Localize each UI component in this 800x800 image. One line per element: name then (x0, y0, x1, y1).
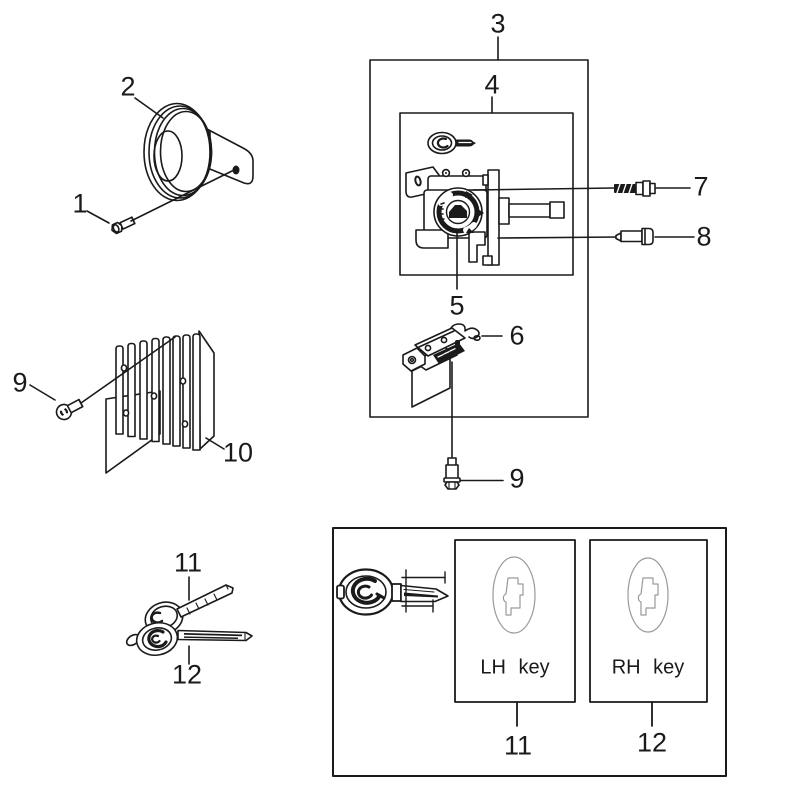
callout-1: 1 (72, 188, 88, 219)
key-icon (427, 131, 476, 155)
lh-key-caption: LH key (480, 656, 550, 679)
callout-10: 10 (222, 437, 254, 468)
rh-key-caption: RH key (611, 656, 685, 679)
leader-line-9-left (29, 384, 56, 401)
leader-line-10 (205, 437, 225, 450)
assembly-outer-box (369, 59, 589, 418)
callout-12-box: 12 (636, 727, 668, 758)
leader-line-7a (472, 187, 615, 191)
master-key-icon (336, 568, 449, 616)
leader-line-8a (497, 236, 621, 239)
callout-7: 7 (693, 171, 709, 202)
leader-line-2 (134, 97, 164, 119)
callout-3: 3 (490, 8, 506, 39)
callout-12-keys: 12 (171, 659, 203, 690)
ignition-switch-box (399, 112, 574, 276)
ignition-switch-icon (405, 166, 565, 266)
wire-hook-bracket-icon (402, 323, 481, 372)
flange-bolt-icon-bottom (443, 457, 461, 490)
callout-5: 5 (449, 290, 465, 321)
key-box-outline (332, 527, 727, 777)
socket-bolt-icon (615, 227, 654, 246)
lh-key-card (454, 539, 576, 703)
hex-flange-bolt-icon (111, 216, 136, 235)
threaded-screw-icon (614, 180, 656, 197)
callout-11-box: 11 (503, 730, 533, 761)
leader-line-1 (86, 210, 110, 224)
rh-key-icon (125, 621, 253, 657)
callout-9-left: 9 (12, 367, 28, 398)
callout-9-bottom: 9 (509, 463, 525, 494)
callout-8: 8 (696, 221, 712, 252)
leader-line-9-left-b (80, 336, 176, 404)
callout-2: 2 (120, 71, 136, 102)
callout-4: 4 (484, 69, 500, 100)
callout-6: 6 (509, 320, 525, 351)
flange-bolt-icon-left (55, 398, 84, 421)
horn-icon (143, 102, 254, 202)
regulator-rectifier-icon (115, 330, 215, 451)
callout-11-keys: 11 (173, 547, 203, 578)
leader-line-1b (130, 169, 235, 222)
rh-key-card (589, 539, 708, 703)
